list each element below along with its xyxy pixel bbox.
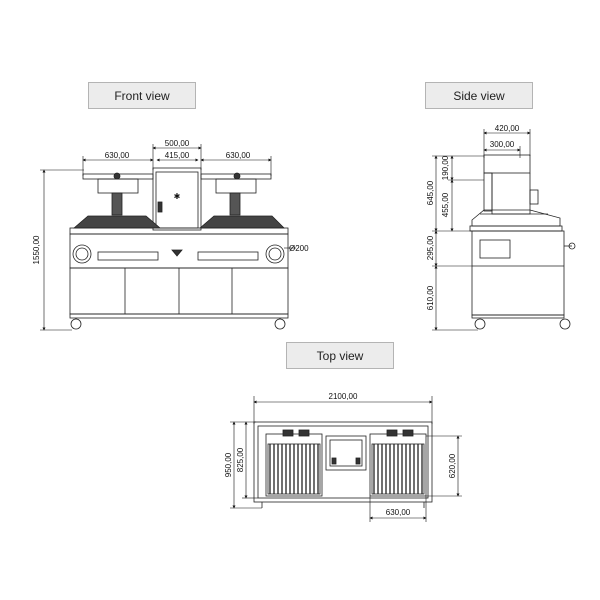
front-left-grill — [72, 215, 162, 229]
top-right-grill — [369, 433, 427, 497]
side-dim-295: 295,00 — [426, 235, 435, 260]
side-dim-455: 455,00 — [441, 192, 450, 217]
top-dim-2100: 2100,00 — [329, 392, 358, 401]
side-dimensions — [432, 129, 531, 331]
front-worktop — [69, 227, 289, 235]
top-dim-950: 950,00 — [224, 452, 233, 477]
side-dim-300: 300,00 — [490, 140, 515, 149]
front-dim-630-right: 630,00 — [226, 151, 251, 160]
side-dim-420: 420,00 — [495, 124, 520, 133]
top-left-grill — [265, 433, 323, 497]
front-dim-630-left: 630,00 — [105, 151, 130, 160]
top-dim-620: 620,00 — [448, 453, 457, 478]
side-dim-190: 190,00 — [441, 155, 450, 180]
svg-text:✱: ✱ — [174, 192, 181, 201]
side-view-label: Side view — [425, 82, 533, 109]
side-dim-645: 645,00 — [426, 180, 435, 205]
front-dim-415: 415,00 — [165, 151, 190, 160]
front-view-drawing: ✱ — [69, 167, 289, 330]
top-view-drawing — [253, 421, 433, 508]
front-dim-diameter: Ø200 — [289, 244, 309, 253]
side-hood — [483, 154, 531, 174]
side-body — [471, 230, 565, 316]
side-dim-610: 610,00 — [426, 285, 435, 310]
front-right-grill — [198, 215, 285, 229]
top-center-cabinet — [325, 435, 367, 471]
top-outline — [253, 421, 433, 503]
front-dim-500: 500,00 — [165, 139, 190, 148]
front-top-cabinet — [152, 167, 202, 231]
side-view-drawing — [469, 154, 576, 330]
top-dimensions — [230, 396, 462, 522]
top-view-label: Top view — [286, 342, 394, 369]
front-dimensions — [40, 144, 296, 331]
front-view-label: Front view — [88, 82, 196, 109]
front-dim-1550: 1550,00 — [32, 235, 41, 264]
top-dim-630: 630,00 — [386, 508, 411, 517]
top-dim-825: 825,00 — [236, 447, 245, 472]
